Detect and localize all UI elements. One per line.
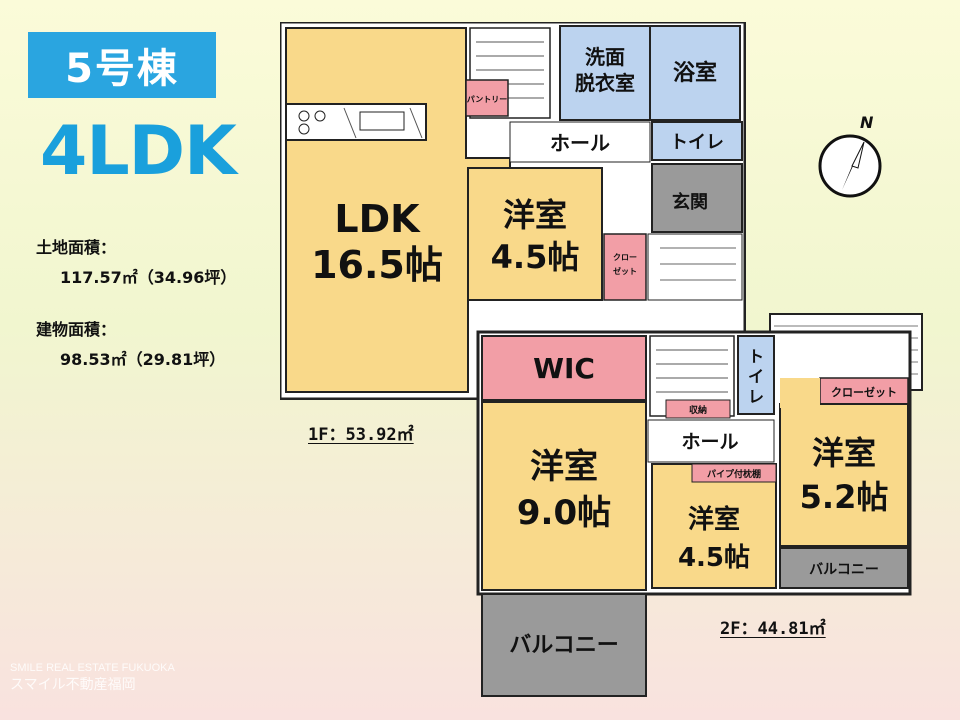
balcony-small xyxy=(779,547,909,589)
svg-text:4.5帖: 4.5帖 xyxy=(491,238,580,276)
svg-text:レ: レ xyxy=(748,387,764,406)
svg-text:洋室: 洋室 xyxy=(503,196,567,234)
floor2-plan: WIC ト イ レ 収納 洋室 9.0帖 ホール パイプ付枕棚 パイプ付枕棚 洋… xyxy=(476,313,923,697)
svg-text:N: N xyxy=(860,113,874,132)
room-entrance xyxy=(651,163,743,233)
room-hall-2f xyxy=(647,419,775,463)
svg-text:4.5帖: 4.5帖 xyxy=(678,543,750,573)
room-western-9 xyxy=(481,401,647,591)
svg-text:洋室: 洋室 xyxy=(530,447,598,487)
room-bath xyxy=(649,25,741,121)
floor1-plan: LDK 16.5帖 パントリー 洗面 脱衣室 浴室 ホール トイレ 洋室 4.5… xyxy=(280,22,746,400)
land-area-value: 117.57㎡（34.96坪） xyxy=(60,268,237,287)
svg-text:イ: イ xyxy=(748,367,764,386)
svg-text:5.2帖: 5.2帖 xyxy=(800,478,889,516)
svg-text:クローゼット: クローゼット xyxy=(831,385,897,399)
svg-text:浴室: 浴室 xyxy=(673,60,717,86)
svg-text:パントリー: パントリー xyxy=(467,94,507,104)
svg-text:クロー: クロー xyxy=(613,252,637,262)
svg-text:ゼット: ゼット xyxy=(613,266,637,276)
layout-type-title: 4LDK xyxy=(40,112,237,191)
ldk-name: LDK xyxy=(334,197,421,241)
svg-text:トイレ: トイレ xyxy=(670,132,724,153)
svg-text:洋室: 洋室 xyxy=(688,504,740,535)
room-hall-1f xyxy=(509,121,651,163)
floor2-area-label: 2F：44.81㎡ xyxy=(720,619,826,639)
svg-text:洋室: 洋室 xyxy=(812,434,876,472)
room-wic xyxy=(481,335,647,401)
svg-text:ト: ト xyxy=(748,347,764,366)
land-area-label: 土地面積： xyxy=(36,238,117,257)
room-washroom xyxy=(559,25,651,121)
building-area-value: 98.53㎡（29.81坪） xyxy=(60,350,226,369)
storage-2f xyxy=(665,399,731,419)
entrance-porch xyxy=(647,233,743,301)
svg-text:洗面: 洗面 xyxy=(585,45,625,69)
kitchen-sink-icon xyxy=(359,111,405,131)
room-western-5-2 xyxy=(779,403,909,547)
building-area-label: 建物面積： xyxy=(36,320,117,339)
svg-text:ホール: ホール xyxy=(681,431,738,453)
svg-text:バルコニー: バルコニー xyxy=(809,562,879,578)
room-pantry xyxy=(465,79,509,117)
room-western-4-5-2f xyxy=(651,463,777,589)
watermark: SMILE REAL ESTATE FUKUOKA スマイル不動産福岡 xyxy=(10,662,175,692)
svg-text:パイプ付枕棚: パイプ付枕棚 xyxy=(707,468,761,480)
svg-text:脱衣室: 脱衣室 xyxy=(575,71,635,95)
room-toilet-1f xyxy=(651,121,743,161)
closet-1f xyxy=(603,233,647,301)
ldk-size: 16.5帖 xyxy=(311,243,443,287)
balcony-main xyxy=(481,593,647,697)
floor1-area-label: 1F：53.92㎡ xyxy=(308,425,414,445)
room-western-1f xyxy=(467,167,603,301)
room-toilet-2f xyxy=(737,335,775,415)
svg-text:ホール: ホール xyxy=(550,131,610,155)
kitchen-counter xyxy=(285,103,427,141)
svg-text:収納: 収納 xyxy=(689,404,707,416)
north-compass-icon: N xyxy=(818,113,882,198)
building-number-badge: 5号棟 xyxy=(28,32,216,98)
svg-text:9.0帖: 9.0帖 xyxy=(517,493,611,533)
svg-text:バルコニー: バルコニー xyxy=(509,633,619,658)
svg-text:WIC: WIC xyxy=(533,352,595,385)
svg-text:玄関: 玄関 xyxy=(672,191,708,213)
